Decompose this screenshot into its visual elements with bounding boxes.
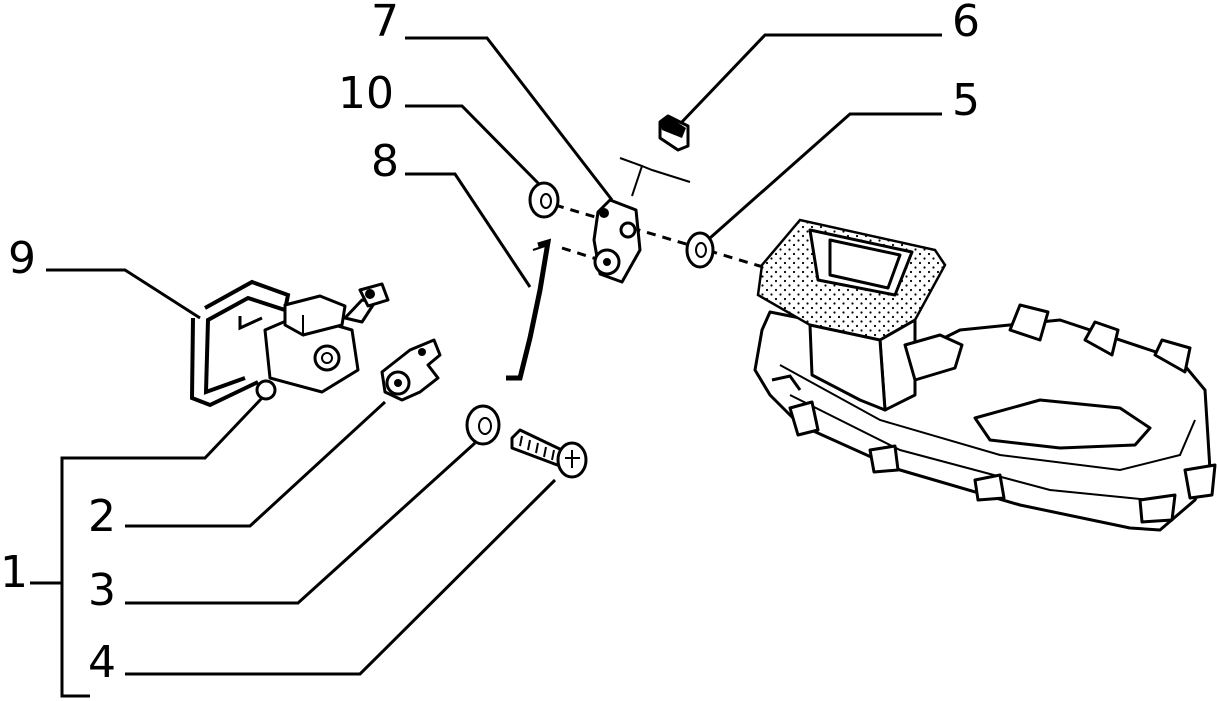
leader-1-bracket	[60, 456, 90, 698]
leader-2	[125, 400, 387, 528]
part-1-actuator-motor	[255, 282, 390, 401]
callout-3: 3	[88, 565, 116, 616]
callout-9: 9	[8, 233, 36, 284]
callout-8: 8	[371, 136, 399, 187]
leader-10	[405, 104, 542, 187]
callout-2: 2	[88, 491, 116, 542]
part-4-screw	[510, 428, 588, 479]
callout-6: 6	[952, 0, 980, 47]
assembly-axes	[554, 203, 791, 277]
part-8-rod	[506, 238, 552, 381]
axis-line-upper	[554, 203, 791, 277]
part-6-cap	[658, 114, 690, 152]
part-9-wire-clip	[189, 279, 291, 408]
leader-lines	[30, 33, 942, 698]
axis-line-lower	[561, 246, 601, 262]
callout-4: 4	[88, 637, 116, 688]
callout-1: 1	[0, 547, 28, 598]
leader-3	[125, 441, 477, 605]
callout-10: 10	[338, 68, 394, 119]
leader-8	[405, 172, 532, 288]
callout-5: 5	[952, 75, 980, 126]
leader-6	[678, 33, 942, 126]
leader-7	[405, 36, 614, 201]
leader-bracket-top	[90, 396, 264, 460]
part-7-bracket-plate	[592, 157, 691, 284]
leader-4	[125, 478, 557, 676]
leader-5	[709, 112, 942, 240]
part-1-grommet	[255, 379, 277, 401]
part-2-lever	[380, 338, 442, 402]
leader-9	[46, 268, 201, 320]
handle-housing	[753, 218, 1217, 532]
part-3-washer	[465, 404, 501, 446]
part-10-washer	[528, 181, 560, 219]
callout-7: 7	[371, 0, 399, 47]
part-5-washer	[685, 231, 715, 269]
